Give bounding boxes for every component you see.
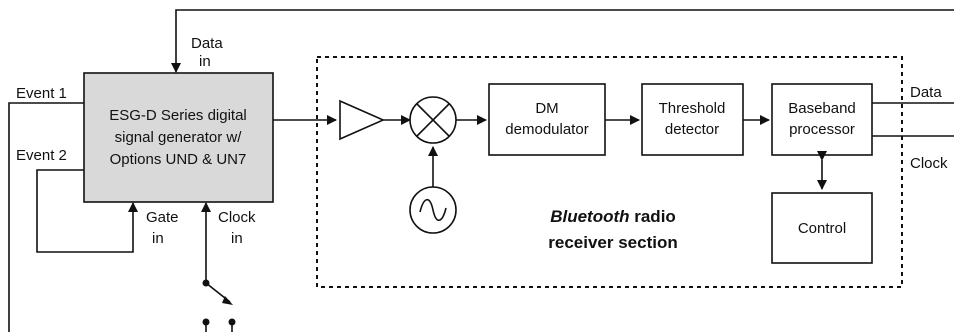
event1-line: [8, 102, 84, 332]
gate-label-2: in: [152, 230, 164, 247]
clock-label: Clock: [218, 209, 256, 226]
gate-label: Gate: [146, 209, 179, 226]
dm-label-1: DM: [535, 100, 558, 117]
generator-line-1: ESG-D Series digital: [109, 107, 247, 124]
event2-gate-line: [36, 169, 138, 253]
data-out-label: Data: [910, 84, 942, 101]
baseband-label-1: Baseband: [788, 100, 856, 117]
generator-line-2: signal generator w/: [115, 129, 243, 146]
dm-demodulator-box: [488, 83, 606, 156]
data-feedback-line: [171, 9, 954, 73]
clock-label-2: in: [231, 230, 243, 247]
signal-generator-box: [83, 72, 274, 203]
threshold-label-1: Threshold: [659, 100, 726, 117]
baseband-processor-box: [771, 83, 873, 156]
threshold-label-2: detector: [665, 121, 719, 138]
section-title-rest: radio: [630, 207, 676, 226]
dm-label-2: demodulator: [505, 121, 588, 138]
triangle-amplifier-icon: [339, 99, 385, 141]
generator-line-3: Options UND & UN7: [110, 151, 247, 168]
sine-oscillator-icon: [409, 186, 457, 234]
section-title-line2: receiver section: [548, 233, 677, 252]
baseband-label-2: processor: [789, 121, 855, 138]
control-label: Control: [798, 220, 846, 237]
data-in-label-2: in: [199, 53, 211, 70]
section-title: Bluetooth radio: [550, 207, 676, 226]
switch-icon: [202, 279, 236, 332]
circle-x-mixer-icon: [409, 96, 457, 144]
event2-label: Event 2: [16, 147, 67, 164]
event1-label: Event 1: [16, 85, 67, 102]
section-title-italic: Bluetooth: [550, 207, 629, 226]
receiver-section-border: [316, 56, 903, 288]
threshold-detector-box: [641, 83, 744, 156]
data-in-label: Data: [191, 35, 223, 52]
clock-out-label: Clock: [910, 155, 948, 172]
control-box: [771, 192, 873, 264]
